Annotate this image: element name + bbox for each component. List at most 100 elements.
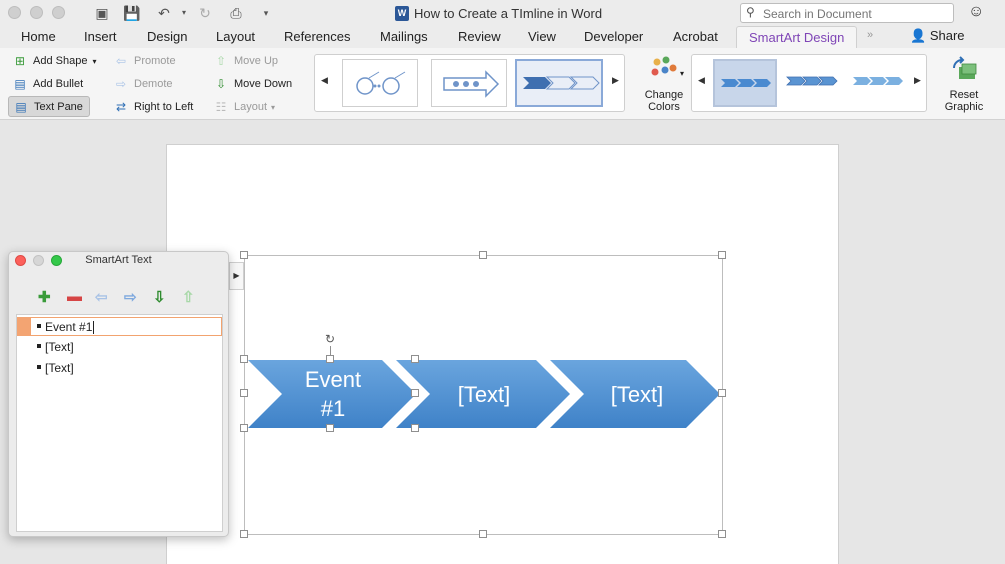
rotate-handle-line (330, 346, 331, 356)
change-colors-dropdown-icon: ▾ (680, 69, 685, 78)
resize-handle-e[interactable] (718, 389, 726, 397)
bullet-icon (37, 324, 41, 328)
resize-handle-nw[interactable] (240, 251, 248, 259)
styles-prev-icon[interactable]: ◀ (698, 75, 705, 85)
search-box[interactable]: ⚲ (740, 3, 954, 23)
smartart-shape-2-label: [Text] (458, 382, 511, 407)
reset-graphic-button[interactable]: Reset Graphic (940, 54, 988, 113)
pane-remove-icon[interactable]: ▬ (67, 288, 82, 305)
pane-add-icon[interactable]: ✚ (38, 289, 51, 306)
layout-dropdown-icon: ▾ (271, 102, 276, 112)
word-document-icon: W (395, 6, 409, 21)
pane-text-list: Event #1 [Text] [Text] (16, 314, 223, 532)
print-icon[interactable]: ⎙ (230, 5, 242, 21)
window-title: How to Create a TImline in Word (414, 6, 603, 21)
sidebar-icon[interactable]: ▣ (95, 5, 109, 21)
undo-icon[interactable]: ↶ (158, 5, 170, 21)
shape-handle-se[interactable] (411, 424, 419, 432)
right-to-left-button[interactable]: ⇄ Right to Left (113, 97, 193, 117)
shape-handle-nw[interactable] (240, 355, 248, 363)
resize-handle-w[interactable] (240, 389, 248, 397)
layout-thumbnail-circle-timeline[interactable] (342, 59, 418, 107)
tab-home[interactable]: Home (21, 29, 56, 44)
tab-acrobat[interactable]: Acrobat (673, 29, 718, 44)
ribbon-tabs: Home Insert Design Layout References Mai… (0, 26, 1005, 48)
add-bullet-button[interactable]: ▤ Add Bullet (12, 74, 83, 94)
pane-promote-icon[interactable]: ⇦ (95, 289, 108, 306)
layouts-gallery: ◀ ▶ (314, 54, 625, 112)
smartart-shape-3[interactable] (550, 360, 720, 428)
save-icon[interactable]: 💾 (123, 5, 141, 21)
smartart-shape-1-label: Event#1 (305, 367, 361, 421)
style-thumbnail-gradient[interactable] (781, 59, 845, 107)
tab-mailings[interactable]: Mailings (380, 29, 428, 44)
arrow-down-icon: ⇩ (215, 77, 227, 91)
move-down-button[interactable]: ⇩ Move Down (213, 74, 292, 94)
move-up-button[interactable]: ⇧ Move Up (213, 51, 278, 71)
add-shape-button[interactable]: ⊞ Add Shape ▾ (12, 51, 96, 71)
tab-references[interactable]: References (284, 29, 351, 44)
resize-handle-sw[interactable] (240, 530, 248, 538)
tab-insert[interactable]: Insert (84, 29, 117, 44)
tab-layout[interactable]: Layout (216, 29, 256, 44)
more-tabs-chevron-icon[interactable]: » (867, 29, 874, 41)
promote-button[interactable]: ⇦ Promote (113, 51, 176, 71)
current-item-marker (17, 317, 30, 336)
resize-handle-ne[interactable] (718, 251, 726, 259)
tab-view[interactable]: View (528, 29, 556, 44)
style-thumbnail-flat[interactable] (713, 59, 777, 107)
undo-dropdown-icon[interactable]: ▾ (181, 8, 186, 17)
search-input[interactable] (763, 6, 948, 21)
shape-handle-n[interactable] (326, 355, 334, 363)
tab-developer[interactable]: Developer (584, 29, 644, 44)
shape-handle-ne[interactable] (411, 355, 419, 363)
resize-handle-se[interactable] (718, 530, 726, 538)
bullet-icon (37, 365, 41, 369)
shape-handle-e[interactable] (411, 389, 419, 397)
list-item[interactable]: Event #1 (17, 317, 222, 336)
pane-zoom-button[interactable] (51, 255, 62, 266)
tab-design[interactable]: Design (147, 29, 188, 44)
layout-button[interactable]: ☷ Layout ▾ (213, 97, 275, 117)
change-colors-button[interactable]: ▾ Change Colors (643, 56, 685, 113)
demote-button[interactable]: ⇨ Demote (113, 74, 173, 94)
add-person-icon: 👤 (910, 28, 927, 43)
zoom-window-button[interactable] (52, 6, 65, 19)
layout-thumbnail-chevron-process[interactable] (515, 59, 603, 107)
close-window-button[interactable] (8, 6, 21, 19)
text-pane-toggle-icon[interactable]: ▶ (229, 262, 244, 290)
smartart-shape-1[interactable] (248, 360, 416, 428)
shape-handle-s[interactable] (326, 424, 334, 432)
styles-gallery: ◀ ▶ (691, 54, 927, 112)
pane-minimize-button[interactable] (33, 255, 44, 266)
item-edit-field[interactable] (30, 317, 222, 336)
gallery-prev-icon[interactable]: ◀ (321, 75, 328, 85)
redo-icon[interactable]: ↻ (199, 5, 211, 21)
smartart-shape-2[interactable] (396, 360, 570, 428)
gallery-next-icon[interactable]: ▶ (612, 75, 619, 85)
list-item[interactable]: [Text] (17, 358, 222, 377)
pane-close-button[interactable] (15, 255, 26, 266)
style-thumbnail-light[interactable] (847, 59, 911, 107)
tab-review[interactable]: Review (458, 29, 501, 44)
shape-handle-sw[interactable] (240, 424, 248, 432)
pane-demote-icon[interactable]: ⇨ (124, 289, 137, 306)
customize-toolbar-icon[interactable]: ▾ (263, 8, 269, 18)
pane-move-up-icon[interactable]: ⇧ (182, 289, 195, 306)
document-page[interactable] (166, 144, 839, 564)
change-colors-icon (651, 56, 677, 76)
feedback-smiley-icon[interactable]: ☺ (968, 3, 985, 20)
list-item[interactable]: [Text] (17, 337, 222, 356)
resize-handle-n[interactable] (479, 251, 487, 259)
bullet-icon (37, 344, 41, 348)
tab-smartart-design[interactable]: SmartArt Design (736, 26, 858, 48)
layout-thumbnail-arrow-timeline[interactable] (431, 59, 507, 107)
rotate-handle-icon[interactable]: ↻ (324, 332, 336, 346)
text-pane-button[interactable]: ▤ Text Pane (8, 96, 90, 117)
styles-next-icon[interactable]: ▶ (914, 75, 921, 85)
share-button[interactable]: 👤 Share (910, 28, 965, 43)
text-caret (93, 321, 95, 335)
pane-move-down-icon[interactable]: ⇩ (153, 289, 166, 306)
resize-handle-s[interactable] (479, 530, 487, 538)
minimize-window-button[interactable] (30, 6, 43, 19)
